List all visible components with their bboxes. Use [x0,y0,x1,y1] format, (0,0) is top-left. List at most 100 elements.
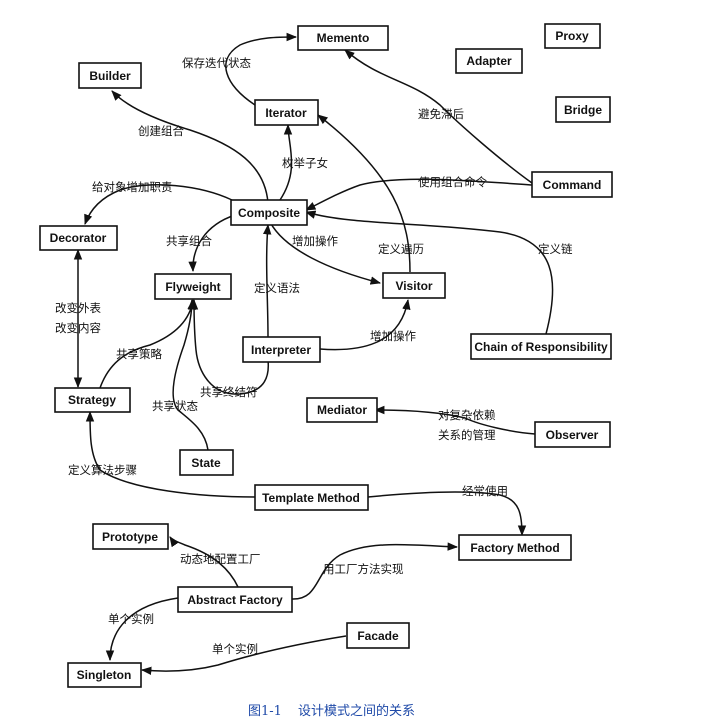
memento-label: Memento [317,31,370,45]
label-single-instance-2: 单个实例 [212,642,258,656]
edge-composite-decorator [84,184,233,225]
label-sharing-strategies: 共享策略 [116,347,162,361]
adapter-node[interactable]: Adapter [455,48,523,74]
edge-observer-mediator [373,405,536,435]
facade-label: Facade [357,629,399,643]
edge-abstract-prototype [169,536,239,588]
edges [73,32,554,676]
edge-labels: 保存迭代状态 创建组合 枚举子女 避免滞后 给对象增加职责 使用组合命令 共享组… [55,56,573,656]
label-add-operations-2: 增加操作 [370,329,416,343]
edge-template-strategy [85,410,256,498]
abstract-factory-node[interactable]: Abstract Factory [177,586,293,613]
caption-title: 设计模式之间的关系 [298,703,415,719]
label-composed-commands: 使用组合命令 [418,175,487,189]
label-complex-dependency-1: 对复杂依赖 [438,408,496,422]
command-node[interactable]: Command [531,171,613,198]
label-change-guts: 改变内容 [55,321,101,335]
mediator-label: Mediator [317,403,367,417]
label-enumerate-children: 枚举子女 [282,156,328,170]
edge-strategy-flyweight [99,298,196,389]
proxy-node[interactable]: Proxy [544,23,601,49]
label-add-operations: 增加操作 [292,234,338,248]
chain-label: Chain of Responsibility [474,340,608,354]
interpreter-label: Interpreter [251,343,311,357]
abstract-factory-label: Abstract Factory [187,593,283,607]
label-configure-factory: 动态地配置工厂 [180,552,261,566]
label-sharing-terminals: 共享终结符 [200,385,258,399]
edge-template-factory [367,491,527,537]
observer-label: Observer [546,428,599,442]
state-node[interactable]: State [179,449,234,476]
memento-node[interactable]: Memento [297,25,389,51]
command-label: Command [543,178,602,192]
chain-node[interactable]: Chain of Responsibility [470,333,612,360]
label-sharing-state: 共享状态 [152,399,198,413]
edge-interpreter-visitor [319,298,411,351]
interpreter-node[interactable]: Interpreter [242,336,321,363]
label-sharing-composites: 共享组合 [166,234,212,248]
edge-visitor-iterator [317,114,411,273]
bridge-label: Bridge [564,103,602,117]
edge-composite-visitor [269,221,382,285]
label-add-responsibilities: 给对象增加职责 [92,180,173,194]
flyweight-label: Flyweight [165,280,220,294]
bridge-node[interactable]: Bridge [555,96,611,123]
label-change-skin: 改变外表 [55,301,101,315]
observer-node[interactable]: Observer [534,421,611,448]
label-define-traversals: 定义遍历 [378,242,424,256]
decorator-node[interactable]: Decorator [39,225,118,251]
visitor-label: Visitor [395,279,432,293]
facade-node[interactable]: Facade [346,622,410,649]
template-method-node[interactable]: Template Method [254,484,369,511]
state-label: State [191,456,221,470]
factory-method-node[interactable]: Factory Method [458,534,572,561]
label-single-instance: 单个实例 [108,612,154,626]
prototype-node[interactable]: Prototype [92,523,169,550]
nodes: Memento Proxy Adapter Builder Iterator B… [39,23,613,688]
label-define-grammar: 定义语法 [254,281,300,295]
label-often-uses: 经常使用 [462,484,508,498]
figure-caption: 图1-1 设计模式之间的关系 [248,703,415,719]
label-complex-dependency-2: 关系的管理 [438,428,496,442]
caption-figure-number: 图1-1 [248,704,282,719]
edge-composite-flyweight [188,214,236,273]
composite-label: Composite [238,206,300,220]
iterator-node[interactable]: Iterator [254,99,319,126]
proxy-label: Proxy [555,29,589,43]
label-create-composite: 创建组合 [138,124,184,138]
label-define-algorithm-steps: 定义算法步骤 [68,463,137,477]
prototype-label: Prototype [102,530,158,544]
edge-state-flyweight [172,298,209,451]
edge-composite-iterator [279,123,293,201]
builder-node[interactable]: Builder [78,62,142,89]
label-define-chain: 定义链 [538,242,573,256]
edge-chain-composite [304,210,554,335]
edge-abstract-factory-method [291,542,459,600]
edge-facade-singleton [140,635,347,676]
edge-iterator-memento [225,32,298,106]
composite-node[interactable]: Composite [230,199,308,226]
singleton-node[interactable]: Singleton [67,662,142,688]
edge-command-memento [344,49,533,184]
label-implement-using: 用工厂方法实现 [323,562,404,576]
edge-interpreter-composite [263,223,272,338]
label-avoid-lag: 避免滞后 [418,107,464,121]
mediator-node[interactable]: Mediator [306,397,378,423]
iterator-label: Iterator [265,106,307,120]
adapter-label: Adapter [466,54,512,68]
strategy-node[interactable]: Strategy [54,387,131,413]
visitor-node[interactable]: Visitor [382,272,446,299]
flyweight-node[interactable]: Flyweight [154,273,232,300]
edge-abstract-singleton [105,597,179,662]
edge-composite-builder [111,90,269,204]
strategy-label: Strategy [68,393,116,407]
label-save-iteration-state: 保存迭代状态 [182,56,251,70]
factory-method-label: Factory Method [470,541,559,555]
decorator-label: Decorator [50,231,107,245]
template-method-label: Template Method [262,491,360,505]
singleton-label: Singleton [77,668,132,682]
builder-label: Builder [89,69,131,83]
edge-interpreter-flyweight [189,298,270,395]
